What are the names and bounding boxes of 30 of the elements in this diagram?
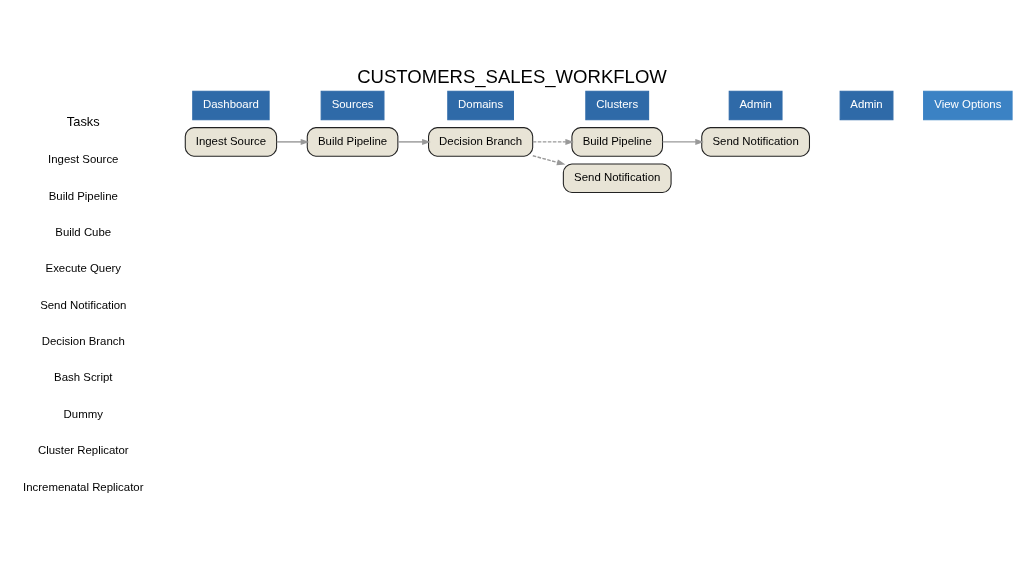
label: Execute Query	[45, 261, 121, 274]
arrow	[276, 138, 310, 145]
node-box: Decision Branch	[428, 126, 534, 157]
label: Clusters	[596, 97, 639, 110]
label: Admin	[850, 97, 883, 110]
label: Sources	[331, 97, 374, 110]
label: View Options	[934, 97, 1002, 110]
label: Ingest Source	[48, 152, 119, 165]
label: Dashboard	[203, 97, 259, 110]
node-box: Send Notification	[562, 162, 672, 193]
arrow	[532, 154, 566, 165]
label: Tasks	[66, 113, 100, 129]
label: Build Pipeline	[48, 189, 118, 202]
label: Bash Script	[54, 370, 113, 383]
node-box: Build Pipeline	[571, 126, 664, 157]
diagram-title: CUSTOMERS_SALES_WORKFLOW	[357, 65, 667, 87]
label: Dummy	[63, 407, 103, 420]
label: Build Cube	[55, 225, 112, 238]
label: Admin	[739, 97, 772, 110]
arrow	[532, 138, 574, 145]
label: Cluster Replicator	[37, 443, 129, 456]
node-box: Send Notification	[701, 126, 810, 157]
arrow	[661, 138, 704, 145]
arrow	[397, 138, 431, 145]
label: Domains	[458, 97, 504, 110]
label: Decision Branch	[41, 334, 125, 347]
node-box: Ingest Source	[184, 126, 278, 157]
label: Incremenatal Replicator	[23, 480, 144, 493]
label: Send Notification	[40, 298, 127, 311]
node-box: Build Pipeline	[306, 126, 399, 157]
